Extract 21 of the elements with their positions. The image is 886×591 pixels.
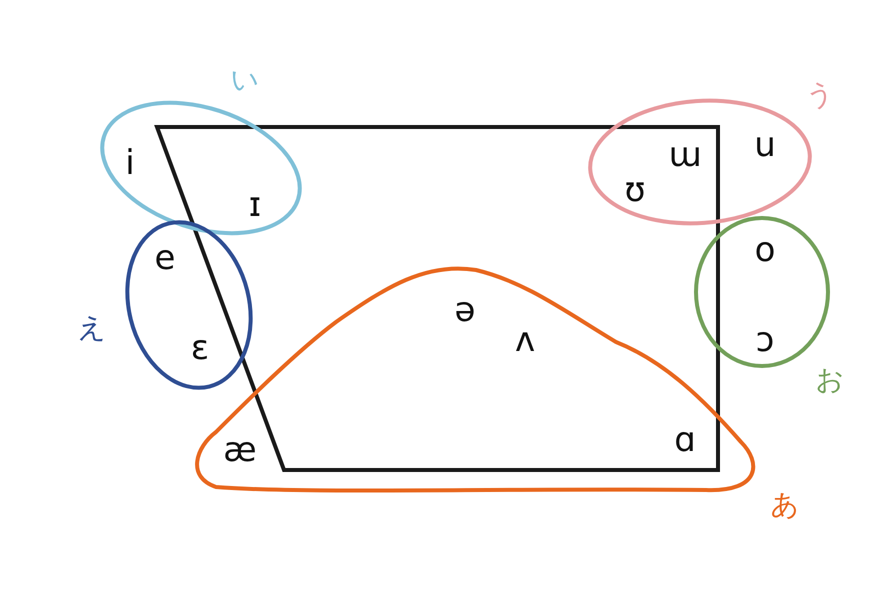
vowel-group-outline (588, 98, 812, 226)
vowel-group-outline (98, 98, 304, 238)
ipa-symbol: ɯ (668, 138, 702, 172)
kana-label: う (806, 81, 834, 109)
ipa-symbol: ɛ (190, 331, 210, 365)
ipa-symbol: ʊ (624, 173, 646, 207)
ipa-symbol: ɑ (674, 423, 696, 457)
vowel-group-outline (693, 216, 831, 368)
kana-label: い (230, 66, 260, 94)
ipa-symbol: ə (454, 293, 476, 327)
ipa-symbol: o (754, 233, 776, 267)
ipa-symbol: u (754, 128, 776, 162)
kana-label: あ (770, 491, 800, 519)
ipa-symbol: ɔ (756, 323, 774, 357)
ipa-symbol: ɪ (248, 188, 262, 222)
ipa-symbol: i (125, 146, 135, 180)
ipa-symbol: æ (223, 433, 257, 467)
ipa-symbol: ʌ (514, 323, 536, 357)
ipa-symbol: e (154, 241, 176, 275)
kana-label: え (78, 314, 106, 342)
kana-label: お (816, 366, 844, 394)
